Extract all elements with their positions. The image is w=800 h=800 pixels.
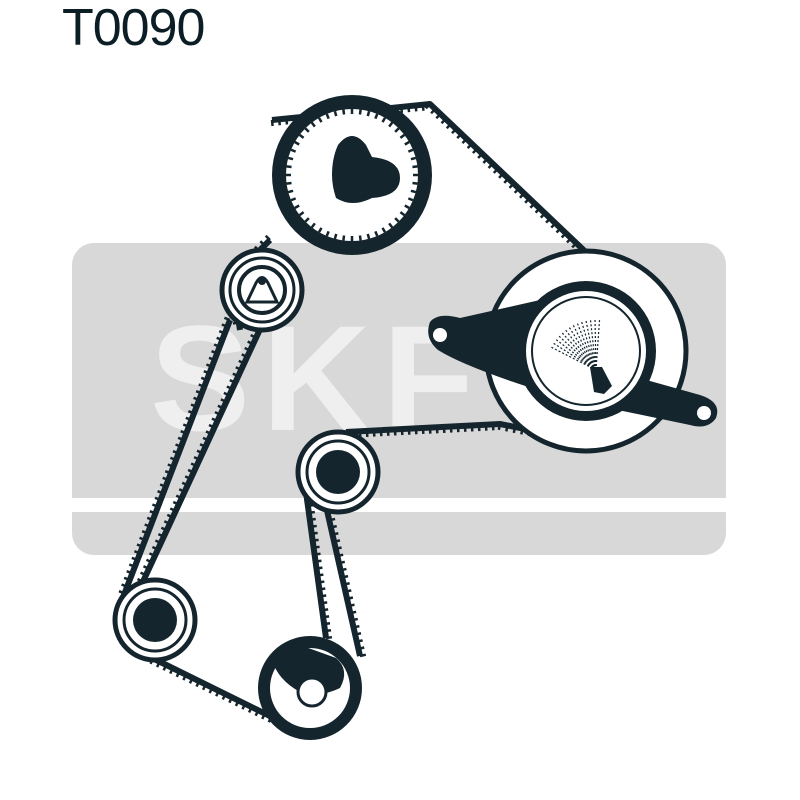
camshaft-sprocket xyxy=(272,95,432,255)
idler-middle xyxy=(295,429,381,515)
crank-hub xyxy=(272,644,345,695)
crankshaft-sprocket xyxy=(258,636,362,740)
watermark-stripe xyxy=(72,498,726,512)
tensioner xyxy=(428,248,718,454)
part-code-label: T0090 xyxy=(62,0,205,57)
idler-bottom-left xyxy=(112,577,198,663)
tensioner-spring-indicator xyxy=(549,317,601,371)
idler-top-left xyxy=(219,247,305,333)
tensioner-pointer xyxy=(590,367,612,394)
